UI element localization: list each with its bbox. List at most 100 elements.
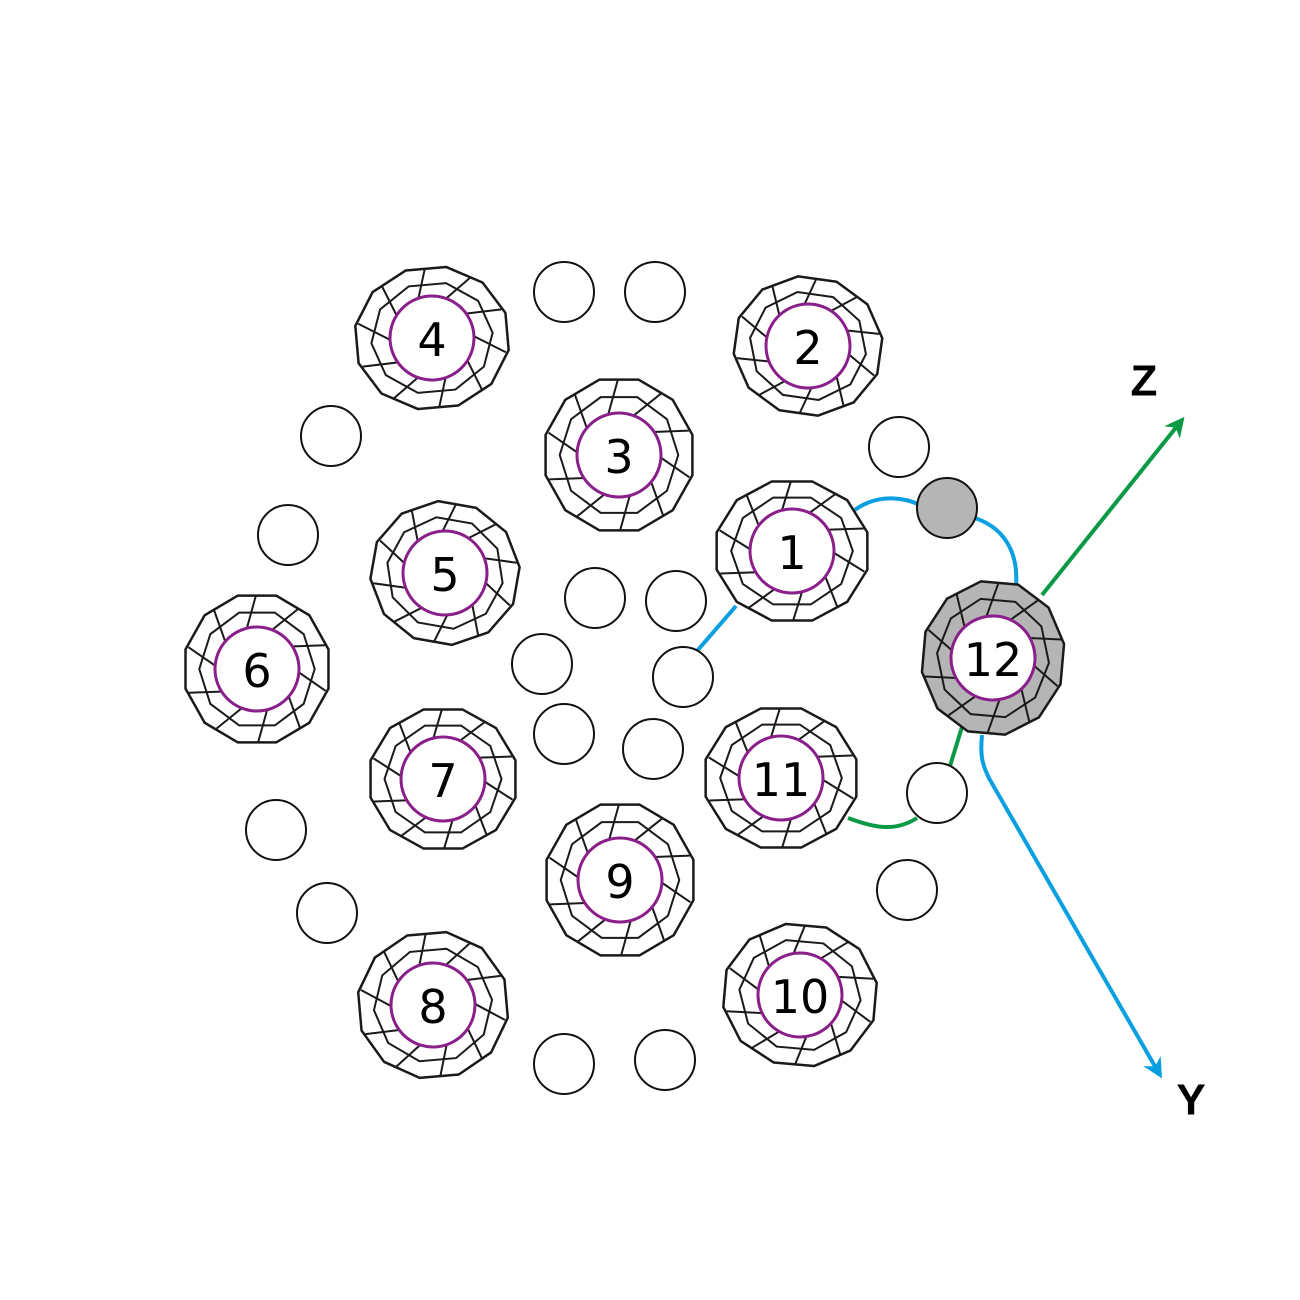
- cage-4: 4: [354, 265, 510, 411]
- cage-edge: [357, 322, 394, 343]
- small-atom: [245, 799, 307, 861]
- cage-edge: [946, 693, 980, 717]
- cage-edge: [708, 756, 743, 779]
- cage-edge: [729, 967, 762, 993]
- cage-3: 3: [544, 378, 694, 532]
- cage-inner-ring: [575, 411, 663, 499]
- cage-7: 7: [369, 708, 517, 850]
- cage-6: 6: [184, 594, 330, 744]
- small-atom: [622, 718, 684, 780]
- cage-edge: [657, 879, 691, 904]
- cage-9: 9: [545, 803, 695, 957]
- cage-10: 10: [722, 922, 878, 1068]
- cage-inner-ring: [388, 294, 476, 382]
- cage-edge: [650, 854, 690, 859]
- cage-edge: [470, 333, 507, 354]
- cage-inner-ring: [399, 735, 487, 823]
- cage-edge: [986, 695, 1002, 734]
- cage-inner-ring: [213, 625, 301, 713]
- cage-edge: [833, 975, 874, 980]
- cage-edge: [470, 1000, 506, 1021]
- cage-5: 5: [369, 499, 521, 647]
- green-link-small-atom-to-12: [948, 726, 964, 767]
- cage-inner-ring: [764, 302, 852, 390]
- cage-label: 9: [605, 855, 634, 909]
- blue-link-1-to-grey-atom: [850, 496, 921, 514]
- cage-edge: [360, 989, 396, 1010]
- cage-edge: [719, 529, 754, 552]
- cage-edge: [362, 360, 403, 368]
- cage-edge: [812, 754, 853, 758]
- cage-edge: [726, 1010, 767, 1015]
- cage-edge: [630, 392, 663, 419]
- cage-1: 1: [715, 480, 869, 622]
- cage-edge: [548, 431, 582, 456]
- cage-label: 8: [418, 980, 447, 1034]
- cage-label: 2: [793, 321, 822, 375]
- small-atom: [868, 416, 930, 478]
- cage-label: 11: [752, 753, 811, 807]
- cage-edge: [823, 527, 864, 531]
- cage-label: 5: [430, 548, 459, 602]
- cage-inner-ring: [756, 951, 844, 1039]
- small-atom: [876, 859, 938, 921]
- cage-inner-ring: [737, 734, 825, 822]
- cage-label: 3: [604, 430, 633, 484]
- cage-edge: [619, 491, 632, 531]
- cage-edge: [607, 804, 620, 844]
- cage-inner-ring: [576, 836, 664, 924]
- green-link-11-to-small-atom: [847, 816, 919, 830]
- cage-label: 1: [777, 526, 806, 580]
- small-atom: [296, 882, 358, 944]
- cage-edge: [620, 916, 633, 956]
- cage-edge: [830, 550, 865, 573]
- cage-inner-ring: [748, 507, 836, 595]
- cage-edge: [838, 997, 871, 1023]
- cage-edge: [549, 476, 589, 481]
- small-atom: [564, 567, 626, 629]
- cage-edge: [984, 582, 1000, 621]
- cage-inner-ring: [389, 961, 477, 1049]
- cage-inner-ring: [949, 614, 1037, 702]
- cage-edge: [631, 817, 664, 844]
- z-axis-label: Z: [1131, 357, 1158, 406]
- cage-12: 12: [920, 580, 1066, 736]
- cage-edge: [575, 491, 608, 518]
- cage-edge: [573, 394, 590, 433]
- cage-edge: [648, 477, 665, 516]
- small-atom: [533, 1033, 595, 1095]
- small-atom: [652, 646, 714, 708]
- cage-edge: [550, 901, 590, 906]
- cage-edge: [819, 777, 854, 800]
- small-atom: [906, 762, 968, 824]
- small-atom: [645, 570, 707, 632]
- blue-link-grey-atom-to-12: [974, 516, 1019, 586]
- cage-8: 8: [356, 930, 510, 1080]
- small-atom: [624, 261, 686, 323]
- y-axis-label: Y: [1176, 1076, 1205, 1125]
- cage-11: 11: [704, 707, 858, 849]
- cage-edge: [720, 571, 761, 575]
- cage-edge: [649, 902, 666, 941]
- small-atom: [300, 405, 362, 467]
- y-axis-arrow: [979, 734, 1162, 1079]
- cage-edge: [606, 379, 619, 419]
- cage-label: 7: [428, 754, 457, 808]
- cage-label: 6: [242, 644, 271, 698]
- small-atom-grey: [916, 477, 978, 539]
- cage-edge: [461, 308, 502, 316]
- small-atom: [511, 633, 573, 695]
- cage-edge: [1006, 599, 1040, 623]
- cage-label: 10: [771, 970, 830, 1024]
- cage-edge: [709, 798, 750, 802]
- z-axis-arrow: [1040, 416, 1185, 597]
- cage-edge: [549, 856, 583, 881]
- cage-label: 12: [964, 633, 1023, 687]
- cage-edge: [656, 454, 690, 479]
- cage-2: 2: [732, 275, 884, 417]
- cage-edge: [649, 429, 689, 434]
- blue-link-1-to-small-atom: [695, 604, 738, 653]
- small-atom: [533, 703, 595, 765]
- small-atom: [257, 504, 319, 566]
